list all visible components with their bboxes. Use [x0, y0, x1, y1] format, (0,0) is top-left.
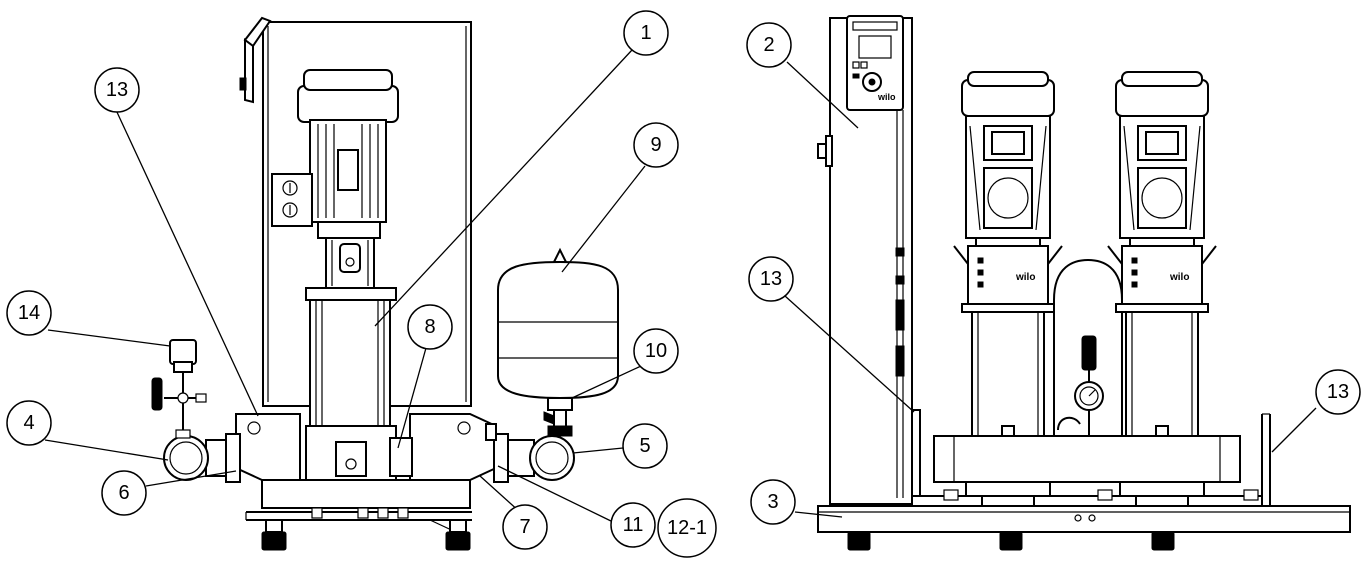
switch-box	[271, 173, 313, 227]
pump-2-brand-text: wilo	[1169, 272, 1189, 283]
side-view-drawing	[151, 16, 619, 551]
pressure-gauge	[1057, 335, 1104, 440]
pump-1-brand-text: wilo	[1015, 272, 1035, 283]
callout-11: 11	[610, 502, 656, 548]
pressure-switch-assembly	[151, 339, 207, 439]
base-frame-side	[261, 479, 471, 509]
pump-2-front: wilo	[1107, 71, 1217, 507]
callout-1-text: 1	[640, 22, 651, 44]
callout-5-text: 5	[639, 435, 650, 457]
callout-5: 5	[622, 423, 668, 469]
callout-6-text: 6	[118, 482, 129, 504]
leader-lines	[44, 49, 1317, 523]
callout-7: 7	[502, 504, 548, 550]
pump-1-front: wilo	[953, 71, 1063, 507]
callout-13-left-text: 13	[106, 79, 128, 101]
callout-7-text: 7	[519, 516, 530, 538]
callout-12-1-text: 12-1	[667, 517, 707, 539]
callout-13-right: 13	[1315, 369, 1361, 415]
callout-12-1: 12-1	[657, 498, 717, 558]
callout-2: 2	[746, 22, 792, 68]
manifold-front	[933, 435, 1241, 483]
callout-6: 6	[101, 470, 147, 516]
motor-fan-cover	[297, 85, 399, 123]
pressure-vessel	[497, 247, 619, 437]
callout-10: 10	[633, 328, 679, 374]
callout-9: 9	[633, 122, 679, 168]
callout-14-text: 14	[18, 302, 40, 324]
manifold-right	[409, 413, 497, 481]
callout-9-text: 9	[650, 134, 661, 156]
callout-3: 3	[750, 479, 796, 525]
callout-2-text: 2	[763, 34, 774, 56]
base-frame-front	[817, 505, 1351, 533]
callout-4: 4	[6, 400, 52, 446]
callout-13-right-text: 13	[1327, 381, 1349, 403]
controller-brand-text: wilo	[877, 92, 896, 102]
callout-13-left: 13	[94, 67, 140, 113]
callout-10-text: 10	[645, 340, 667, 362]
callout-3-text: 3	[767, 491, 778, 513]
callout-4-text: 4	[23, 412, 34, 434]
callout-8-text: 8	[424, 316, 435, 338]
manifold-left	[235, 413, 301, 481]
callout-13-center: 13	[748, 256, 794, 302]
callout-11-text: 11	[623, 514, 644, 536]
callout-1: 1	[623, 10, 669, 56]
callout-13-center-text: 13	[760, 268, 782, 290]
callout-8: 8	[407, 304, 453, 350]
front-view-drawing: wilo	[817, 15, 1351, 551]
callout-14: 14	[6, 290, 52, 336]
